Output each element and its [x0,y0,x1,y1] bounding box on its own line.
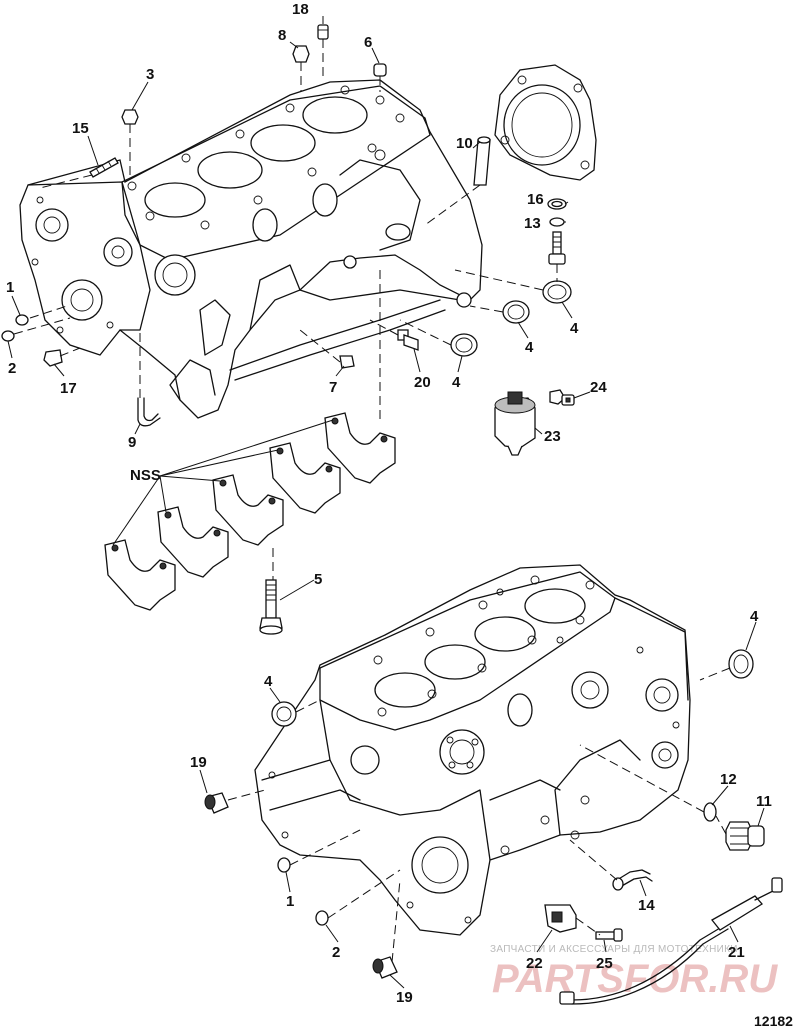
callout-19-lower: 19 [396,989,413,1006]
cylinder-bore-lower-1 [374,672,436,708]
callout-2-upper: 2 [8,360,16,377]
part-23 [494,391,536,456]
cylinder-bore-3 [250,124,316,162]
callout-4-d: 4 [750,608,759,625]
part-1-upper [15,314,29,326]
callout-23: 23 [544,428,561,445]
callout-15: 15 [72,120,89,137]
callout-7: 7 [329,379,337,396]
rear-seal-housing [494,64,597,181]
part-2-upper [1,330,15,342]
watermark-tagline: ЗАПЧАСТИ И АКСЕССУАРЫ ДЛЯ МОТОТЕХНИКИ [490,944,738,955]
cylinder-bore-1 [144,182,206,218]
part-13-bolt [552,231,562,255]
callout-6: 6 [364,34,372,51]
callout-21: 21 [728,944,745,961]
callout-8: 8 [278,27,286,44]
callout-1-upper: 1 [6,279,14,296]
part-9 [137,397,161,427]
part-2-lower [315,910,329,926]
cylinder-bore-lower-2 [424,644,486,680]
small-parts [1,24,783,1005]
callout-17: 17 [60,380,77,397]
part-12 [703,802,717,822]
part-4-seals-upper [450,280,572,357]
callout-12: 12 [720,771,737,788]
callout-9: 9 [128,434,136,451]
upper-engine-block [19,79,483,419]
callout-labels: 18 8 6 3 15 10 16 13 1 2 17 4 4 4 7 20 2… [6,1,772,1006]
part-17 [43,349,63,367]
callout-19-upper: 19 [190,754,207,771]
part-4-seals-lower [271,649,754,727]
cylinder-bore-lower-4 [524,588,586,624]
part-8 [292,45,310,63]
callout-22: 22 [526,955,543,972]
part-7 [339,355,355,369]
callout-25: 25 [596,955,613,972]
callout-10: 10 [456,135,473,152]
part-3 [121,109,139,125]
callout-5: 5 [314,571,322,588]
callout-4-e: 4 [264,673,273,690]
callout-14: 14 [638,897,655,914]
callout-3: 3 [146,66,154,83]
callout-24: 24 [590,379,607,396]
callout-13: 13 [524,215,541,232]
assembly-lines [13,39,731,963]
lower-engine-block [254,564,691,936]
callout-4-c: 4 [452,374,461,391]
callout-20: 20 [414,374,431,391]
part-11 [725,821,765,851]
cylinder-bore-lower-3 [474,616,536,652]
callout-4-b: 4 [525,339,534,356]
watermark-brand: PARTSFOR.RU [492,957,778,1001]
callout-4-a: 4 [570,320,579,337]
part-21 [559,877,783,1005]
part-18 [317,24,329,40]
callout-11: 11 [756,793,772,810]
part-14 [616,869,651,881]
part-5 [259,579,283,635]
part-1-lower [277,857,291,873]
callout-nss: NSS [130,467,161,484]
callout-2-lower: 2 [332,944,340,961]
part-13 [549,217,565,227]
leader-lines [7,16,765,989]
main-bearing-caps [104,412,396,611]
part-6 [373,63,387,77]
part-25 [595,928,623,942]
part-24 [549,389,575,406]
part-22 [544,904,577,933]
cylinder-bore-2 [197,151,263,189]
callout-1-lower: 1 [286,893,294,910]
cylinder-bore-4 [302,96,368,134]
figure-number: 12182 [754,1013,793,1029]
water-pump-boss [439,729,485,775]
watermark: ЗАПЧАСТИ И АКСЕССУАРЫ ДЛЯ МОТОТЕХНИКИ PA… [490,944,778,1001]
part-10 [473,139,491,186]
callout-16: 16 [527,191,544,208]
callout-18: 18 [292,1,309,18]
